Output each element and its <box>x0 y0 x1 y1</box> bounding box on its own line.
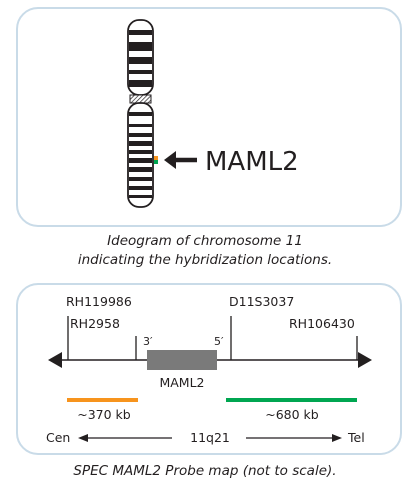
chromosome-11-ideogram <box>127 19 158 208</box>
band <box>129 30 152 35</box>
marker-label-rh119986: RH119986 <box>66 294 132 309</box>
band <box>129 124 152 127</box>
band <box>129 112 152 116</box>
band <box>129 133 152 137</box>
band <box>129 42 152 51</box>
cen-label: Cen <box>46 430 70 445</box>
gene-box <box>147 350 217 370</box>
band <box>129 167 152 172</box>
left-arrowhead-icon <box>48 352 62 368</box>
band <box>129 195 152 198</box>
orientation-left-arrow-icon <box>78 434 88 442</box>
probe-map-caption: SPEC MAML2 Probe map (not to scale). <box>73 463 337 479</box>
ideogram-panel <box>16 7 402 227</box>
tel-label: Tel <box>347 430 365 445</box>
band <box>129 80 152 87</box>
right-arrowhead-icon <box>358 352 372 368</box>
gene-label: MAML2 <box>205 147 299 177</box>
band <box>129 70 152 74</box>
orange-probe-mark <box>154 156 158 160</box>
gene-box-label: MAML2 <box>159 375 204 390</box>
green-probe-mark <box>154 160 158 164</box>
orange-probe-size: ~370 kb <box>77 407 131 422</box>
caption-line-1: Ideogram of chromosome 11 <box>107 233 303 249</box>
green-probe-size: ~680 kb <box>265 407 319 422</box>
location-arrow-icon <box>164 151 197 169</box>
marker-label-rh106430: RH106430 <box>289 316 355 331</box>
band <box>129 186 152 190</box>
caption-line-2: indicating the hybridization locations. <box>77 252 333 268</box>
band <box>129 57 152 64</box>
band <box>129 141 152 146</box>
band <box>129 150 152 154</box>
marker-label-d11s3037: D11S3037 <box>229 294 294 309</box>
marker-label-rh2958: RH2958 <box>70 316 120 331</box>
band <box>129 177 152 181</box>
orientation-right-arrow-icon <box>332 434 342 442</box>
five-prime-label: 5′ <box>214 335 224 348</box>
band <box>129 158 152 163</box>
ideogram-caption: Ideogram of chromosome 11 indicating the… <box>0 232 410 270</box>
band-label: 11q21 <box>190 430 230 445</box>
three-prime-label: 3′ <box>143 335 153 348</box>
